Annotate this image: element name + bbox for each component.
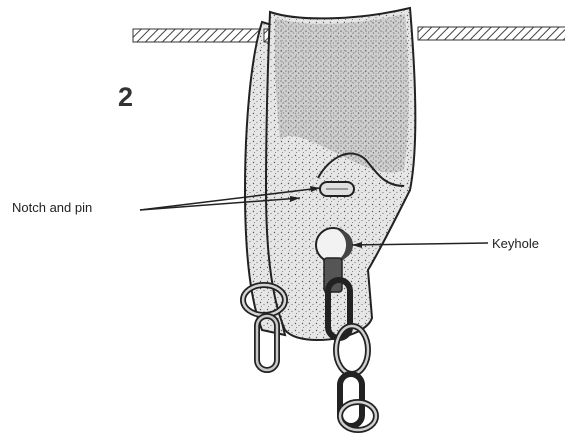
step-number: 2	[118, 82, 133, 113]
bar-right-segment	[418, 27, 565, 40]
notch-and-pin-label: Notch and pin	[12, 200, 92, 215]
keyhole-label: Keyhole	[492, 236, 539, 251]
